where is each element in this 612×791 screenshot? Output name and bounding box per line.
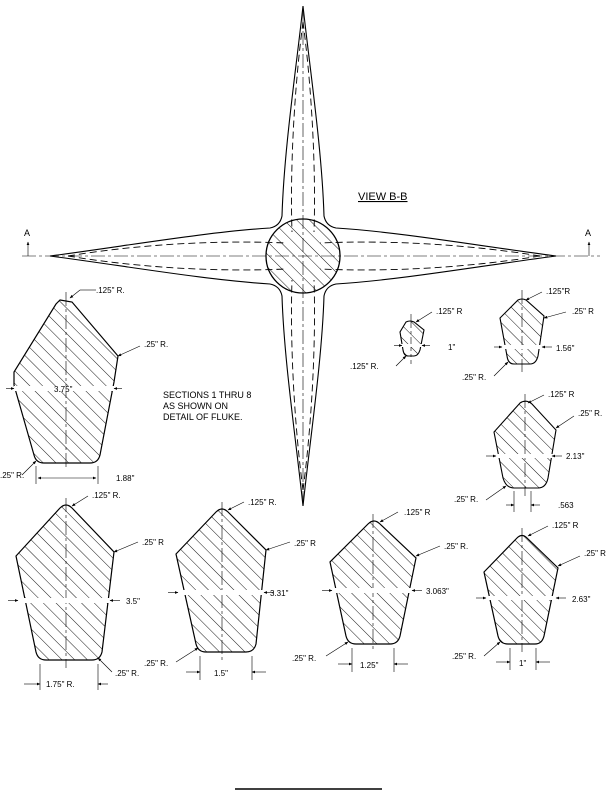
shank-section (265, 218, 341, 294)
section-3-side-radius: .25" R (572, 307, 594, 316)
section-1: 3.75" .125" R. .25" R. .25" R. 1.88" (0, 286, 168, 484)
section-1-side-radius: .25" R. (144, 340, 168, 349)
section-3-top-radius: .125"R (546, 287, 570, 296)
section-1-width: 3.75" (54, 385, 73, 394)
view-title: VIEW B-B (358, 191, 408, 203)
section-8-base: 1" (519, 659, 526, 668)
note-line-1: SECTIONS 1 THRU 8 (163, 390, 251, 400)
fluke-outline (49, 5, 557, 507)
section-8: 2.63" .125" R .25" R .25" R. 1" (452, 521, 606, 670)
section-4-side-radius: .25" R. (578, 409, 602, 418)
section-7-shape (329, 520, 417, 645)
section-6-width: 3.31" (270, 589, 289, 598)
section-7-base: 1.25" (360, 661, 379, 670)
section-4-base: .563 (558, 501, 574, 510)
section-1-top-radius: .125" R. (96, 286, 125, 295)
section-5-width: 3.5" (126, 597, 140, 606)
section-2: 1" .125" R .125" R. (350, 307, 463, 371)
section-6-base: 1.5" (214, 669, 228, 678)
section-notes: SECTIONS 1 THRU 8 AS SHOWN ON DETAIL OF … (163, 390, 251, 422)
section-7: 3.063" .125" R .25" R. .25" R. 1.25" (292, 508, 468, 672)
section-marker-left: A (24, 228, 30, 238)
section-2-top-radius: .125" R (436, 307, 463, 316)
section-2-width: 1" (448, 343, 455, 352)
section-6-top-radius: .125" R. (248, 498, 277, 507)
fluke-hidden-horizontal (67, 241, 541, 271)
section-1-shape (13, 299, 119, 464)
section-4-width: 2.13" (566, 452, 585, 461)
section-7-width: 3.063" (426, 587, 449, 596)
section-8-shape (483, 534, 559, 645)
section-5: 3.5" .125" R. .25" R .25" R. 1.75" R. (8, 491, 164, 690)
section-2-bottom-radius: .125" R. (350, 362, 379, 371)
section-4: 2.13" .125" R .25" R. .25" R. .563 (454, 390, 602, 512)
section-6-bottom-radius: .25" R. (144, 659, 168, 668)
section-5-base: 1.75" R. (46, 680, 75, 689)
section-6: 3.31" .125" R. .25" R .25" R. 1.5" (144, 498, 316, 680)
section-7-bottom-radius: .25" R. (292, 654, 316, 663)
note-line-2: AS SHOWN ON (163, 401, 228, 411)
note-line-3: DETAIL OF FLUKE. (163, 412, 243, 422)
section-4-top-radius: .125" R (548, 390, 575, 399)
section-3-width: 1.56" (556, 344, 575, 353)
section-3: 1.56" .125"R .25" R .25" R. (462, 287, 594, 382)
section-5-shape (15, 504, 115, 661)
section-4-bottom-radius: .25" R. (454, 495, 478, 504)
section-2-shape (399, 320, 425, 357)
section-5-top-radius: .125" R. (92, 491, 121, 500)
section-8-top-radius: .125" R (552, 521, 579, 530)
section-7-top-radius: .125" R (404, 508, 431, 517)
section-8-side-radius: .25" R (584, 549, 606, 558)
section-5-bottom-radius: .25" R. (115, 669, 139, 678)
section-5-side-radius: .25" R (142, 538, 164, 547)
section-8-width: 2.63" (572, 595, 591, 604)
section-7-side-radius: .25" R. (444, 542, 468, 551)
section-1-base: 1.88" (116, 474, 135, 483)
section-1-bottom-radius: .25" R. (0, 471, 24, 480)
section-8-bottom-radius: .25" R. (452, 652, 476, 661)
section-6-shape (175, 508, 267, 653)
section-3-bottom-radius: .25" R. (462, 373, 486, 382)
section-marker-right: A (585, 228, 591, 238)
section-6-side-radius: .25" R (294, 539, 316, 548)
view-b-b: A A VIEW B-B (22, 5, 600, 508)
